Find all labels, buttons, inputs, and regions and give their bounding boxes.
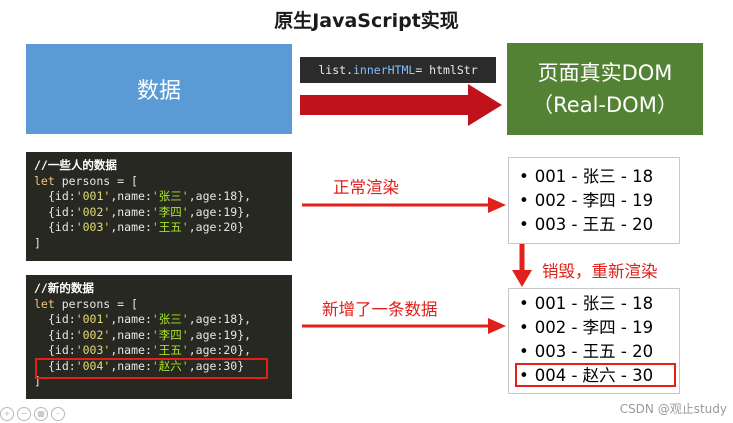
code1-cell: 19 <box>223 204 238 219</box>
code2-row: {id:'002',name:'李四',age:19}, <box>48 327 252 342</box>
add-data-arrow <box>302 318 506 334</box>
code2-row: {id:'004',name:'赵六',age:30} <box>48 358 245 373</box>
data-box: 数据 <box>26 44 292 134</box>
code2-cell: '王五' <box>151 343 189 357</box>
code1-cell: '002' <box>75 204 111 219</box>
code2-cell: 18 <box>223 312 238 326</box>
code1-cell: '001' <box>75 189 111 203</box>
real-dom-label-line2: （Real-DOM） <box>532 93 678 117</box>
code-label-obj: list. <box>318 63 353 77</box>
code1-row: {id:'002',name:'李四',age:19}, <box>48 204 252 219</box>
new-item-highlight <box>515 363 676 387</box>
code-block-persons: //一些人的数据 let persons = [ {id:'001',name:… <box>26 152 292 261</box>
code1-cell: 20 <box>223 220 238 234</box>
bottom-toolbar: + − ▦ – <box>0 407 65 421</box>
list-item: 002 - 李四 - 19 <box>519 189 679 213</box>
list-item: 004 - 赵六 - 30 <box>519 364 679 388</box>
code-label-rest: = htmlStr <box>415 63 478 77</box>
new-row-highlight <box>35 358 268 379</box>
code1-cell: '王五' <box>151 220 189 234</box>
code2-decl: let persons = [ <box>34 296 138 311</box>
code1-decl: let persons = [ <box>34 173 138 188</box>
code1-row: {id:'001',name:'张三',age:18}, <box>48 189 252 203</box>
grid-icon[interactable]: ▦ <box>34 407 48 421</box>
watermark: CSDN @观止study <box>619 402 727 416</box>
code-label-prop: innerHTML <box>353 63 416 77</box>
code2-cell: '001' <box>75 312 111 326</box>
code2-cell: '张三' <box>151 312 189 326</box>
code2-cell: '002' <box>75 327 111 342</box>
code2-row: {id:'001',name:'张三',age:18}, <box>48 312 252 326</box>
list-item: 002 - 李四 - 19 <box>519 316 679 340</box>
list-item: 001 - 张三 - 18 <box>519 292 679 316</box>
code1-close: ] <box>34 235 41 250</box>
code1-cell: 18 <box>223 189 238 203</box>
code2-cell: 19 <box>223 327 238 342</box>
real-dom-label-line1: 页面真实DOM <box>537 61 673 85</box>
real-dom-box: 页面真实DOM （Real-DOM） <box>507 43 703 135</box>
code2-cell: '李四' <box>151 327 189 342</box>
code1-row: {id:'003',name:'王五',age:20} <box>48 220 245 234</box>
dom-list-rerendered: 001 - 张三 - 18002 - 李四 - 19003 - 王五 - 200… <box>508 288 680 394</box>
code2-cell: '003' <box>75 343 111 357</box>
code2-comment: //新的数据 <box>34 281 94 295</box>
data-box-label: 数据 <box>136 79 181 104</box>
code2-cell: '赵六' <box>151 358 189 373</box>
minus-icon[interactable]: – <box>51 407 65 421</box>
code1-cell: '张三' <box>151 189 189 203</box>
code2-row: {id:'003',name:'王五',age:20}, <box>48 343 252 357</box>
add-data-label: 新增了一条数据 <box>322 300 438 319</box>
destroy-arrow <box>512 244 532 287</box>
inner-html-code-label: list.innerHTML = htmlStr <box>300 57 496 83</box>
code2-cell: 30 <box>223 358 238 373</box>
code1-comment: //一些人的数据 <box>34 158 117 172</box>
dom-list-initial: 001 - 张三 - 18002 - 李四 - 19003 - 王五 - 20 <box>508 157 680 244</box>
list-item: 003 - 王五 - 20 <box>519 213 679 237</box>
zoom-in-icon[interactable]: + <box>0 407 14 421</box>
code2-close: ] <box>34 374 41 388</box>
code2-cell: '004' <box>75 358 111 373</box>
code1-cell: '李四' <box>151 204 189 219</box>
code2-cell: 20 <box>223 343 238 357</box>
list-item: 001 - 张三 - 18 <box>519 165 679 189</box>
page-title: 原生JavaScript实现 <box>274 10 459 32</box>
render-label: 正常渲染 <box>333 178 399 197</box>
code-block-new-persons: //新的数据 let persons = [ {id:'001',name:'张… <box>26 275 292 399</box>
code1-cell: '003' <box>75 220 111 234</box>
top-red-arrow <box>300 84 502 126</box>
destroy-label: 销毁，重新渲染 <box>542 262 658 281</box>
zoom-out-icon[interactable]: − <box>17 407 31 421</box>
list-item: 003 - 王五 - 20 <box>519 340 679 364</box>
render-arrow <box>302 197 506 213</box>
